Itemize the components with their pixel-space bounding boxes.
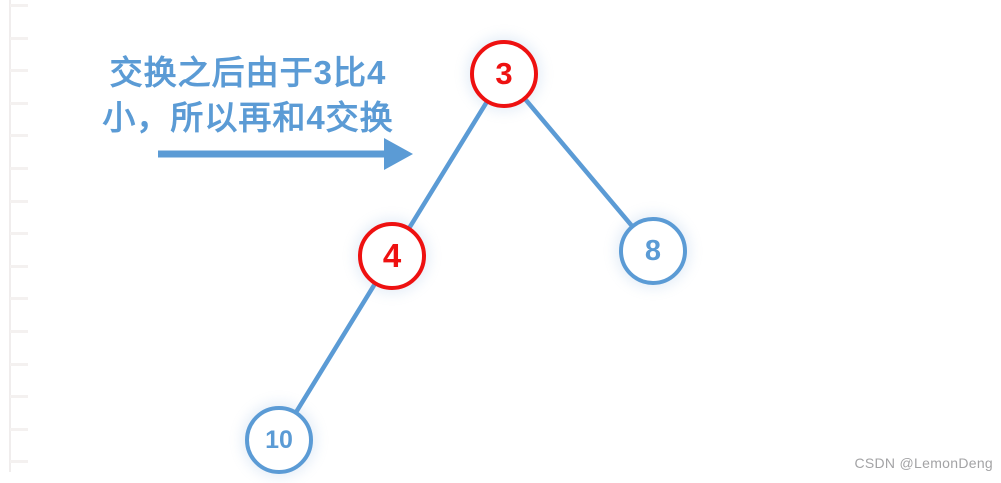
tree-node-4-label: 4 [382, 237, 402, 274]
edge-3-8 [501, 71, 656, 254]
ruler-tick [10, 69, 28, 73]
tree-node-3-label: 3 [495, 56, 513, 91]
annotation-text: 交换之后由于3比4 小，所以再和4交换 [78, 50, 418, 140]
ruler-tick [10, 330, 28, 333]
ruler-tick [10, 167, 28, 170]
csdn-watermark: CSDN @LemonDeng [854, 455, 993, 471]
ruler-tick [10, 362, 28, 366]
tree-node-3: 3 [470, 40, 538, 108]
annotation-line-1: 交换之后由于3比4 [109, 54, 387, 91]
swap-arrow-head [384, 138, 413, 170]
tree-node-10: 10 [245, 406, 313, 474]
ruler-edge-line [9, 0, 11, 472]
ruler-tick [10, 4, 28, 7]
ruler-tick [10, 427, 28, 431]
edge-3-4 [389, 71, 507, 259]
ruler-tick [10, 232, 28, 236]
tree-node-8: 8 [619, 217, 687, 285]
ruler-tick [10, 134, 28, 138]
swap-arrow [158, 138, 413, 170]
edge-4-10 [276, 253, 395, 443]
ruler-tick [10, 395, 28, 399]
ruler-tick [10, 297, 28, 301]
tree-node-10-label: 10 [265, 425, 293, 454]
tree-node-8-label: 8 [644, 234, 662, 267]
ruler-tick [10, 101, 28, 105]
annotation-line-2: 小，所以再和4交换 [102, 99, 394, 136]
tree-node-4: 4 [358, 222, 426, 290]
ruler-tick [10, 460, 28, 464]
ruler-tick [10, 264, 28, 268]
ruler-tick [10, 199, 28, 203]
ruler-tick [10, 36, 28, 40]
